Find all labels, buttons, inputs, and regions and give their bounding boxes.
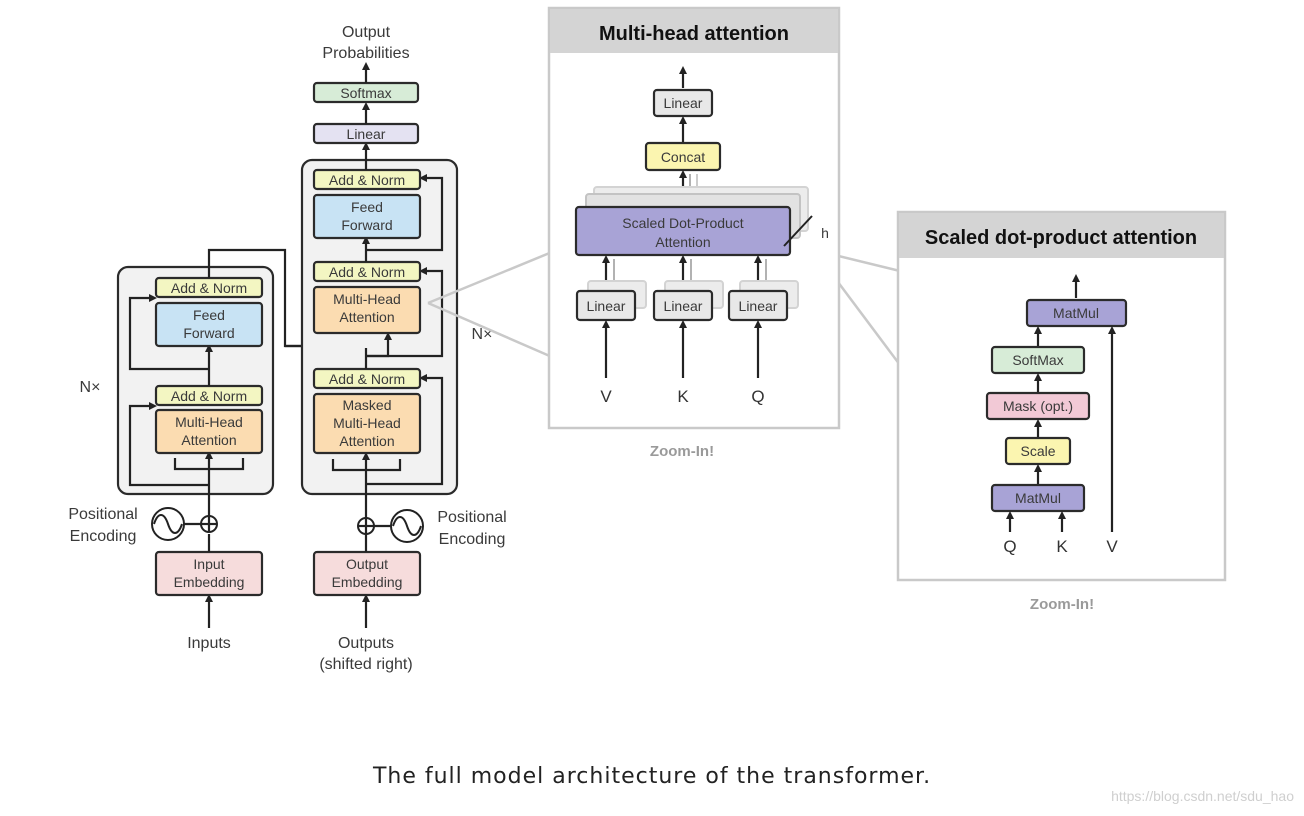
mh-sdpa-label-2: Attention [655,234,710,250]
mh-concat-label: Concat [661,149,705,165]
encoder-multi-head-box [154,408,264,455]
output-probabilities-label-1: Output [342,24,391,41]
encoder-positional-label-2: Encoding [70,528,137,545]
decoder: Outputs (shifted right) Output Embedding… [300,24,507,673]
decoder-masked-label-1: Masked [342,397,391,413]
sdpa-scale-label: Scale [1020,443,1055,459]
sdpa-softmax-label: SoftMax [1012,352,1063,368]
mh-h-label: h [821,225,829,241]
mh-linear-q-label: Linear [739,298,778,314]
encoder-nx-label: N× [80,379,101,396]
encoder-feed-forward-box [154,301,264,348]
mh-input-k: K [677,387,689,406]
decoder-feed-forward-label-2: Forward [341,217,392,233]
encoder-feed-forward-label-1: Feed [193,307,225,323]
watermark: https://blog.csdn.net/sdu_hao [1111,788,1294,804]
mh-zoom-label: Zoom-In! [650,443,714,460]
sdpa-input-v: V [1106,537,1118,556]
encoder-feed-forward-label-2: Forward [183,325,234,341]
decoder-multi-head-label-1: Multi-Head [333,291,401,307]
encoder-block [116,265,275,496]
decoder-softmax-label: Softmax [340,85,391,101]
decoder-add-norm-middle-label: Add & Norm [329,264,405,280]
input-embedding-label-1: Input [193,556,224,572]
decoder-feed-forward-box [312,193,422,240]
multi-head-panel-header [550,9,838,53]
sdpa-matmul-top-label: MatMul [1053,305,1099,321]
decoder-add-norm-upper-label: Add & Norm [329,172,405,188]
decoder-positional-sine-icon [390,509,424,543]
encoder-positional-label-1: Positional [68,506,137,523]
decoder-positional-label-2: Encoding [439,531,506,548]
output-embedding-label-2: Embedding [332,574,403,590]
sdpa-panel-title: Scaled dot-product attention [925,227,1197,249]
sdpa-zoom-label: Zoom-In! [1030,596,1094,613]
decoder-outputs-label-1: Outputs [338,635,394,652]
encoder-multi-head-label-2: Attention [181,432,236,448]
encoder-inputs-label: Inputs [187,635,231,652]
figure-caption: The full model architecture of the trans… [372,764,932,789]
encoder-add-norm-lower-label: Add & Norm [171,388,247,404]
encoder-positional-sine-icon [151,507,185,541]
sdpa-input-k: K [1056,537,1068,556]
decoder-multi-head-box [312,285,422,335]
sdpa-matmul-top-box [1025,298,1128,328]
decoder-masked-label-2: Multi-Head [333,415,401,431]
sdpa-input-q: Q [1003,537,1016,556]
decoder-nx-label: N× [472,326,493,343]
decoder-positional-label-1: Positional [437,509,506,526]
sdpa-panel-header [899,213,1224,258]
decoder-outputs-label-2: (shifted right) [319,656,412,673]
decoder-multi-head-label-2: Attention [339,309,394,325]
mh-h-indicator [783,215,813,247]
mh-sdpa-label-1: Scaled Dot-Product [622,215,744,231]
input-embedding-label-2: Embedding [174,574,245,590]
encoder: Inputs Input Embedding Positional Encodi… [68,248,351,652]
multi-head-panel-title: Multi-head attention [599,23,789,45]
mh-input-q: Q [751,387,764,406]
mh-input-v: V [600,387,612,406]
sdpa-matmul-bottom-label: MatMul [1015,490,1061,506]
sdpa-mask-label: Mask (opt.) [1003,398,1073,414]
sdpa-panel: Scaled dot-product attention MatMul Soft… [896,210,1227,582]
output-probabilities-label-2: Probabilities [322,45,409,62]
decoder-add-norm-lower-label: Add & Norm [329,371,405,387]
encoder-multi-head-label-1: Multi-Head [175,414,243,430]
decoder-linear-label: Linear [347,126,386,142]
mh-linear-v-label: Linear [587,298,626,314]
output-embedding-label-1: Output [346,556,388,572]
mh-linear-k-label: Linear [664,298,703,314]
decoder-feed-forward-label-1: Feed [351,199,383,215]
encoder-add-norm-upper-label: Add & Norm [171,280,247,296]
mh-linear-top-label: Linear [664,95,703,111]
multi-head-panel: Multi-head attention Linear Concat Scale… [547,6,841,430]
sdpa-matmul-bottom-box [990,483,1086,513]
decoder-masked-label-3: Attention [339,433,394,449]
decoder-masked-attention-box [312,392,422,455]
